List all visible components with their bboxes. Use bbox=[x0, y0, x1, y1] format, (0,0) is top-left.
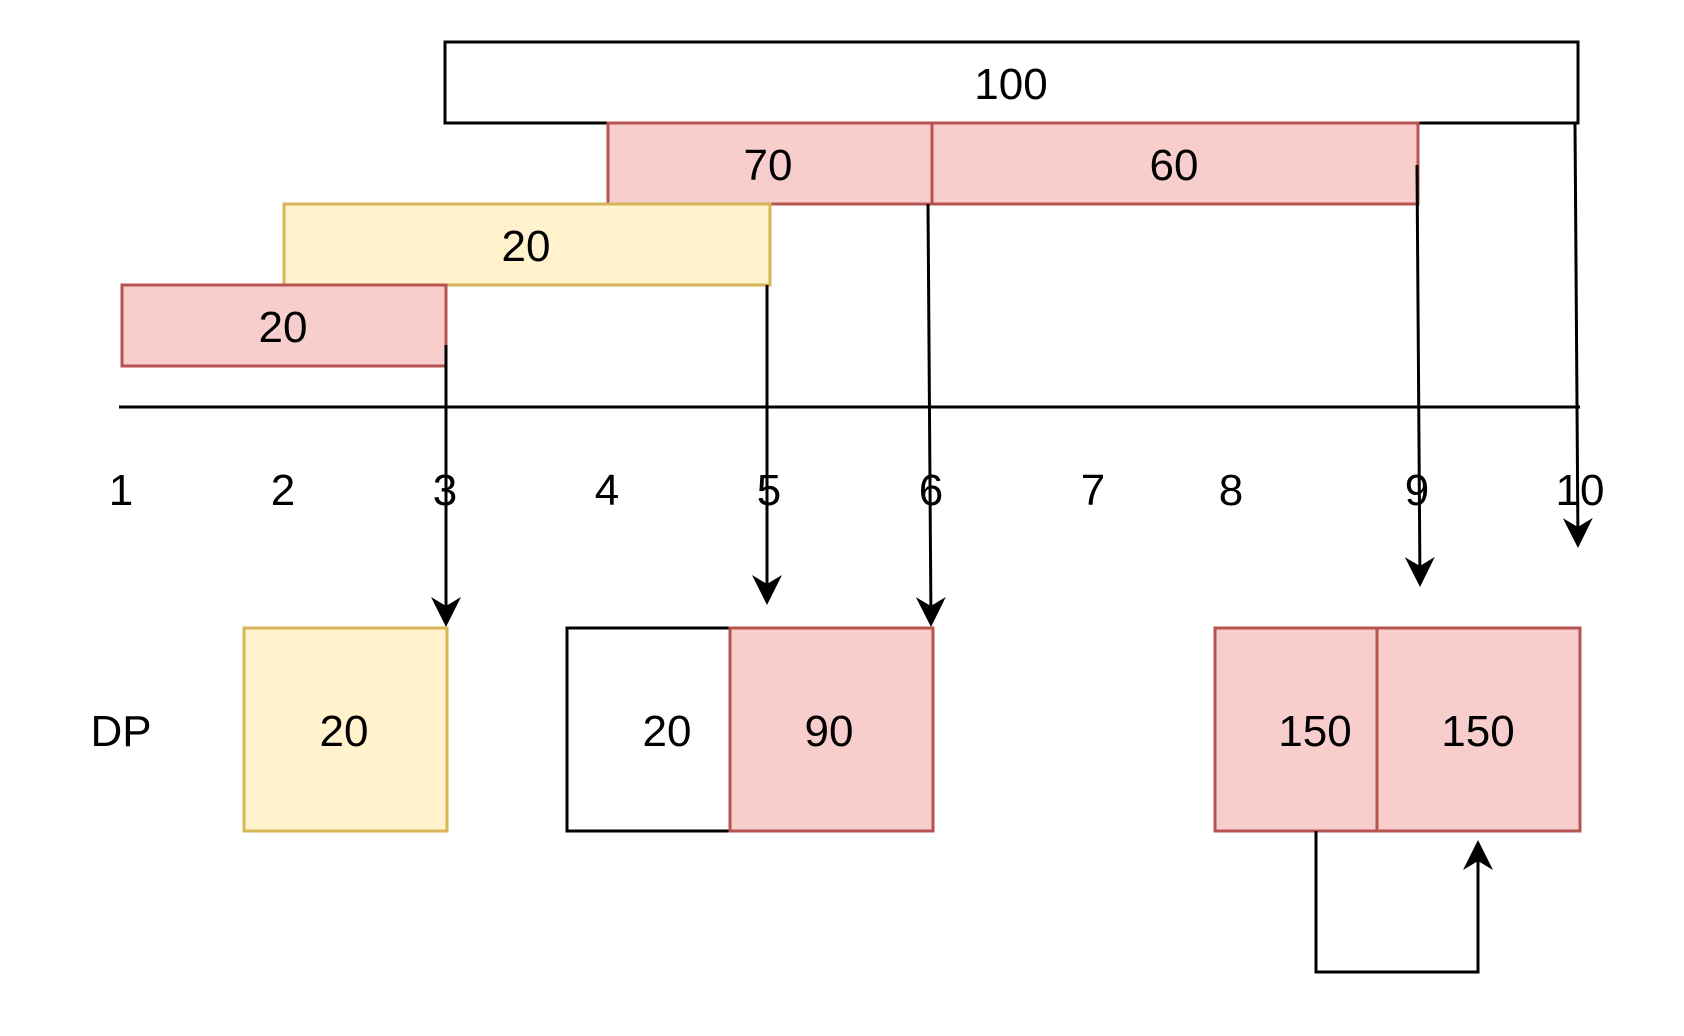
tick-label-4: 4 bbox=[595, 466, 619, 515]
tick-label-10: 10 bbox=[1556, 466, 1605, 515]
interval-top-100: 100 bbox=[443, 40, 1580, 125]
tick-label-7: 7 bbox=[1081, 466, 1105, 515]
tick-label-2: 2 bbox=[271, 466, 295, 515]
arrows bbox=[431, 122, 1593, 627]
dp-cell-a: 20 bbox=[242, 626, 449, 833]
dp-cell-a-label: 20 bbox=[320, 707, 369, 756]
arrow-to-dp-6 bbox=[915, 203, 946, 627]
dp-carry-arrow bbox=[1314, 831, 1493, 974]
tick-label-5: 5 bbox=[757, 466, 781, 515]
arrow-to-dp-10 bbox=[1562, 122, 1593, 548]
interval-red-60: 60 bbox=[930, 121, 1420, 206]
dp-cell-c: 90 bbox=[728, 626, 935, 833]
interval-red-60-label: 60 bbox=[1150, 141, 1199, 190]
dp-cell-b: 20 bbox=[565, 626, 732, 833]
interval-red-70-label: 70 bbox=[744, 141, 793, 190]
interval-top-100-label: 100 bbox=[974, 60, 1047, 109]
axis-ticks: 1 2 3 4 5 6 7 8 9 10 bbox=[109, 466, 1605, 515]
dp-cell-e-label: 150 bbox=[1441, 707, 1514, 756]
dp-label: DP bbox=[90, 707, 151, 756]
tick-label-9: 9 bbox=[1405, 466, 1429, 515]
dp-cell-d-label: 150 bbox=[1278, 707, 1351, 756]
tick-label-8: 8 bbox=[1219, 466, 1243, 515]
dp-cell-b-label: 20 bbox=[643, 707, 692, 756]
interval-red-20: 20 bbox=[120, 283, 448, 368]
tick-label-1: 1 bbox=[109, 466, 133, 515]
interval-red-70: 70 bbox=[606, 121, 934, 206]
interval-yellow-20-label: 20 bbox=[502, 222, 551, 271]
dp-cell-c-label: 90 bbox=[805, 707, 854, 756]
interval-yellow-20: 20 bbox=[282, 202, 772, 287]
arrow-to-dp-9 bbox=[1404, 164, 1435, 587]
dp-cell-e: 150 bbox=[1375, 626, 1582, 833]
interval-red-20-label: 20 bbox=[259, 303, 308, 352]
dp-cell-d: 150 bbox=[1213, 626, 1379, 833]
